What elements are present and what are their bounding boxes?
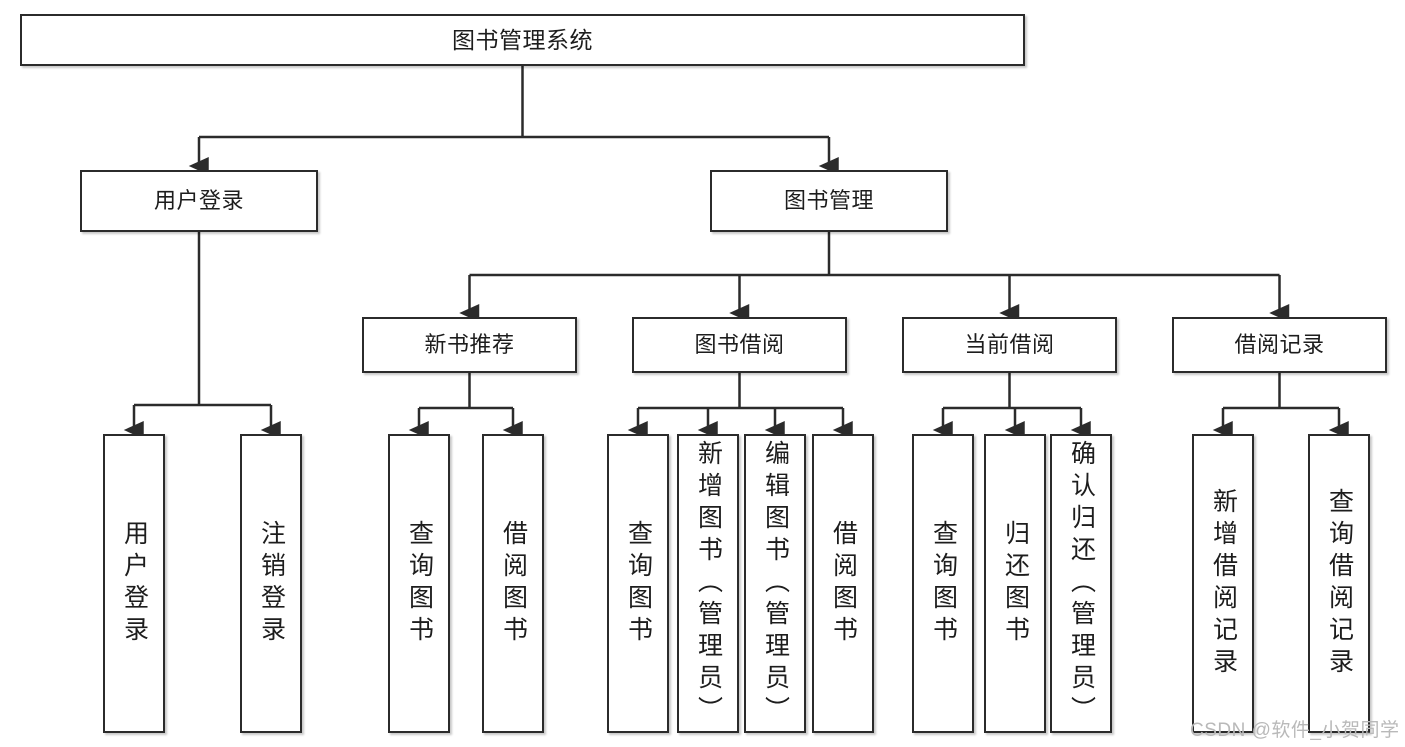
node-leaf-return-book[interactable]: 归还图书 <box>984 434 1046 733</box>
node-label: 查询图书 <box>929 519 958 648</box>
node-leaf-query-book-3[interactable]: 查询图书 <box>912 434 974 733</box>
node-leaf-borrow-book-2[interactable]: 借阅图书 <box>812 434 874 733</box>
node-label: 当前借阅 <box>964 332 1055 358</box>
node-new-book-recommend[interactable]: 新书推荐 <box>362 317 577 373</box>
node-book-manage[interactable]: 图书管理 <box>710 170 948 232</box>
node-label: 新增图书（管理员） <box>694 439 723 728</box>
node-label: 查询图书 <box>405 519 434 648</box>
node-leaf-add-book[interactable]: 新增图书（管理员） <box>677 434 739 733</box>
node-leaf-confirm-return[interactable]: 确认归还（管理员） <box>1050 434 1112 733</box>
node-current-borrow[interactable]: 当前借阅 <box>902 317 1117 373</box>
node-label: 查询借阅记录 <box>1325 487 1354 680</box>
node-book-borrow[interactable]: 图书借阅 <box>632 317 847 373</box>
node-leaf-query-book-2[interactable]: 查询图书 <box>607 434 669 733</box>
node-label: 图书管理系统 <box>452 26 593 53</box>
csdn-watermark: CSDN @软件_小贺同学 <box>1190 720 1400 741</box>
node-user-login[interactable]: 用户登录 <box>80 170 318 232</box>
node-leaf-user-logout[interactable]: 注销登录 <box>240 434 302 733</box>
node-leaf-borrow-book-1[interactable]: 借阅图书 <box>482 434 544 733</box>
node-label: 图书管理 <box>783 188 874 214</box>
node-leaf-user-login[interactable]: 用户登录 <box>103 434 165 733</box>
node-label: 图书借阅 <box>694 332 785 358</box>
node-leaf-query-record[interactable]: 查询借阅记录 <box>1308 434 1370 733</box>
node-label: 注销登录 <box>257 519 286 648</box>
node-label: 查询图书 <box>624 519 653 648</box>
node-label: 编辑图书（管理员） <box>761 439 790 728</box>
node-label: 借阅图书 <box>829 519 858 648</box>
node-root[interactable]: 图书管理系统 <box>20 14 1025 66</box>
node-leaf-edit-book[interactable]: 编辑图书（管理员） <box>744 434 806 733</box>
node-label: 用户登录 <box>120 519 149 648</box>
node-label: 确认归还（管理员） <box>1067 439 1096 728</box>
node-label: 新书推荐 <box>424 332 515 358</box>
node-label: 借阅记录 <box>1234 332 1325 358</box>
node-label: 用户登录 <box>153 188 244 214</box>
node-label: 借阅图书 <box>499 519 528 648</box>
node-label: 新增借阅记录 <box>1209 487 1238 680</box>
node-borrow-record[interactable]: 借阅记录 <box>1172 317 1387 373</box>
node-leaf-add-record[interactable]: 新增借阅记录 <box>1192 434 1254 733</box>
node-label: 归还图书 <box>1001 519 1030 648</box>
node-leaf-query-book-1[interactable]: 查询图书 <box>388 434 450 733</box>
